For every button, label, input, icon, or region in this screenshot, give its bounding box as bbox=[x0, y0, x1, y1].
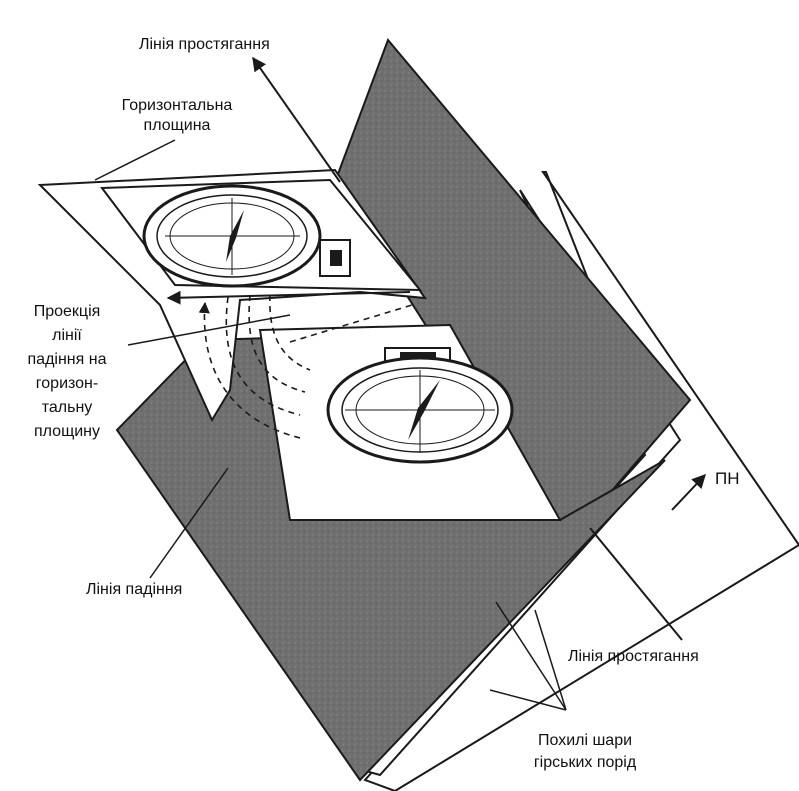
inclined-layers-label-line1: Похилі шари bbox=[506, 730, 664, 752]
dip-line-label: Лінія падіння bbox=[86, 580, 182, 600]
horizontal-plane-label: Горизонтальна площина bbox=[92, 96, 262, 136]
projection-label-line1: Проекція bbox=[2, 300, 132, 324]
projection-label-line4: горизон- bbox=[2, 372, 132, 396]
projection-label-line6: площину bbox=[2, 420, 132, 444]
north-label: ПН bbox=[715, 469, 740, 489]
inclined-layers-label: Похилі шари гірських порід bbox=[506, 730, 664, 774]
strike-line-top-label: Лінія простягання bbox=[139, 35, 270, 55]
projection-label-line2: лінії bbox=[2, 324, 132, 348]
projection-label-line5: тальну bbox=[2, 396, 132, 420]
projection-label-line3: падіння на bbox=[2, 348, 132, 372]
projection-label: Проекція лінії падіння на горизон- тальн… bbox=[2, 300, 132, 444]
inclined-layers-label-line2: гірських порід bbox=[506, 752, 664, 774]
leader-horizontal bbox=[95, 140, 175, 180]
strike-line-bottom-label: Лінія простягання bbox=[568, 647, 699, 667]
horizontal-plane-label-line2: площина bbox=[92, 116, 262, 136]
strike-arrow-top bbox=[253, 58, 340, 182]
horizontal-plane-label-line1: Горизонтальна bbox=[92, 96, 262, 116]
